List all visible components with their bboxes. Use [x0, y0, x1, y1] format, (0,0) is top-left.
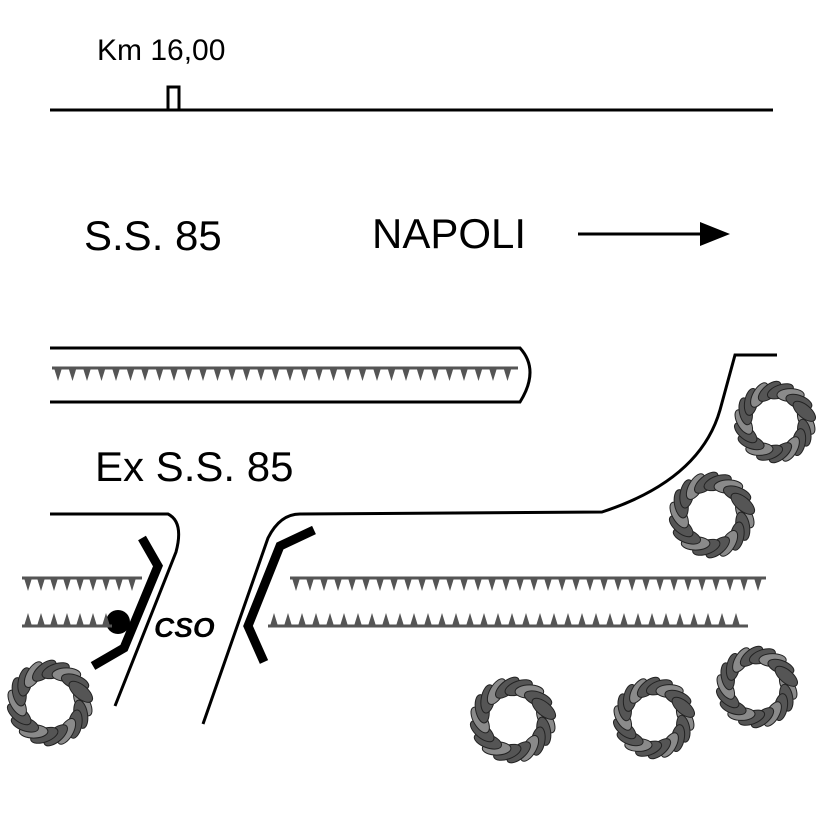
destination-label: NAPOLI	[372, 210, 527, 257]
tree-icon	[612, 676, 696, 760]
tree-icon	[668, 471, 756, 559]
km-marker-icon	[166, 85, 181, 112]
embankment-hatching-left-top	[22, 576, 142, 591]
old-road-left-edge	[50, 512, 181, 707]
arrow-right-icon	[578, 222, 730, 246]
old-road-label: Ex S.S. 85	[95, 443, 294, 490]
tree-icon	[6, 659, 94, 747]
tree-icon	[733, 380, 817, 464]
dot-icon	[106, 610, 130, 634]
km-label: Km 16,00	[97, 34, 226, 67]
station-label: CSO	[154, 612, 215, 643]
main-road-label: S.S. 85	[84, 212, 222, 259]
tree-icon	[715, 645, 799, 729]
tree-icon	[469, 676, 557, 764]
station-bracket-right	[243, 525, 316, 664]
embankment-hatching-right-top	[290, 576, 766, 591]
embankment-hatching-upper	[52, 366, 518, 381]
main-road-outline	[50, 346, 532, 404]
embankment-hatching-right-bottom	[268, 613, 748, 628]
station-bracket-left	[90, 535, 164, 670]
vegetation	[6, 380, 817, 764]
embankment-hatching-left-bottom	[22, 613, 112, 628]
old-road-right-edge	[201, 353, 777, 725]
